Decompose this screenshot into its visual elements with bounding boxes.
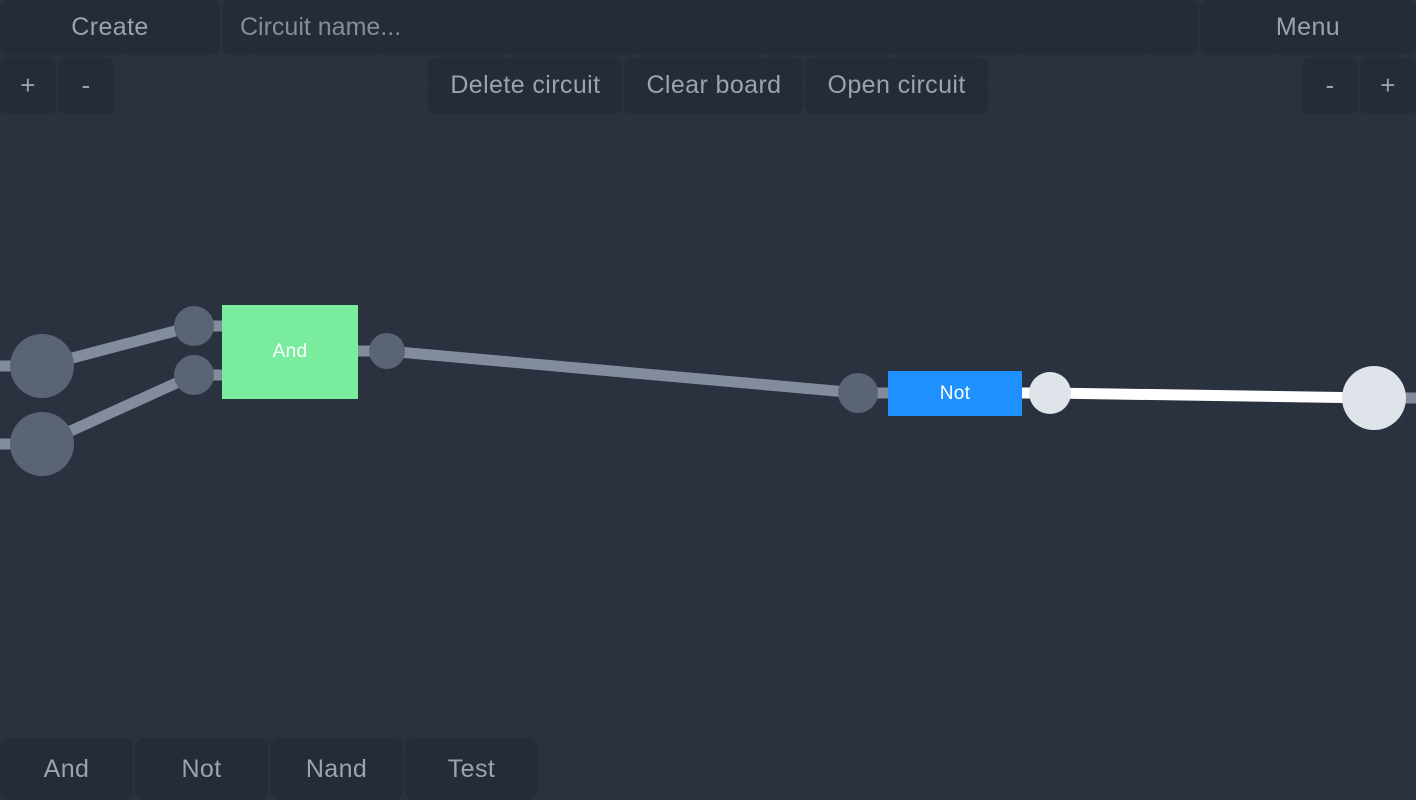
board-zoom-out-icon-button[interactable]: - bbox=[1302, 57, 1359, 114]
toolbar-spacer-right bbox=[988, 57, 1302, 114]
circuit-name-input[interactable] bbox=[222, 0, 1198, 55]
clear-board-button[interactable]: Clear board bbox=[624, 57, 804, 114]
left-zoom-group: + - bbox=[0, 57, 114, 114]
wire[interactable] bbox=[386, 345, 859, 399]
node-in-b[interactable] bbox=[10, 412, 74, 476]
gate-label: And bbox=[272, 341, 308, 362]
node-in-a[interactable] bbox=[10, 334, 74, 398]
gate-palette-and-button[interactable]: And bbox=[0, 738, 133, 800]
node-not-out[interactable] bbox=[1029, 372, 1071, 414]
node-and-in-1[interactable] bbox=[174, 306, 214, 346]
gate-not[interactable]: Not bbox=[888, 371, 1022, 416]
menu-button[interactable]: Menu bbox=[1200, 0, 1416, 55]
zoom-out-icon-button[interactable]: - bbox=[58, 57, 114, 114]
wire[interactable] bbox=[1049, 387, 1375, 404]
node-not-in[interactable] bbox=[838, 373, 878, 413]
second-toolbar: + - Delete circuit Clear board Open circ… bbox=[0, 57, 1416, 114]
gate-palette-test-button[interactable]: Test bbox=[405, 738, 538, 800]
node-out-final[interactable] bbox=[1342, 366, 1406, 430]
right-zoom-group: - + bbox=[1302, 57, 1416, 114]
toolbar-spacer-left bbox=[114, 57, 428, 114]
create-button[interactable]: Create bbox=[0, 0, 220, 55]
top-toolbar: Create Menu bbox=[0, 0, 1416, 55]
node-and-in-2[interactable] bbox=[174, 355, 214, 395]
board-zoom-in-icon-button[interactable]: + bbox=[1360, 57, 1416, 114]
zoom-in-icon-button[interactable]: + bbox=[0, 57, 56, 114]
open-circuit-button[interactable]: Open circuit bbox=[805, 57, 988, 114]
circuit-actions-group: Delete circuit Clear board Open circuit bbox=[428, 57, 988, 114]
delete-circuit-button[interactable]: Delete circuit bbox=[428, 57, 623, 114]
gate-palette-not-button[interactable]: Not bbox=[135, 738, 268, 800]
gate-label: Not bbox=[939, 382, 971, 404]
gate-and[interactable]: And bbox=[222, 305, 358, 399]
gate-palette-nand-button[interactable]: Nand bbox=[270, 738, 403, 800]
node-and-out[interactable] bbox=[369, 333, 405, 369]
